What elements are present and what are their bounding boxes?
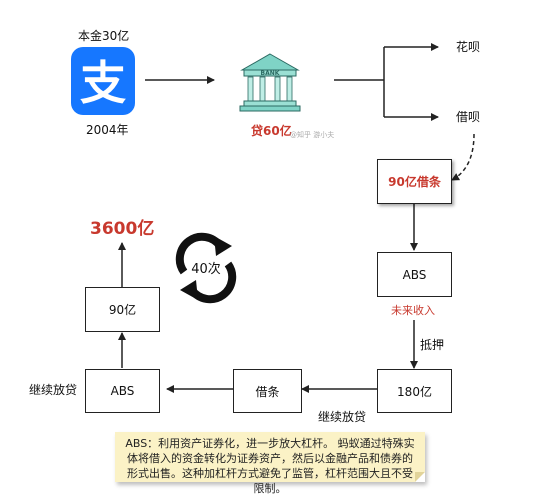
watermark: @知乎 游小夫	[290, 131, 335, 139]
principal-label: 本金30亿	[78, 29, 130, 43]
alipay-glyph-icon: 支	[80, 56, 126, 110]
cycle-count: 40次	[191, 261, 221, 277]
future-income-label: 未来收入	[391, 304, 435, 317]
result-label: 3600亿	[90, 219, 155, 239]
note-text: ABS：利用资产证券化，进一步放大杠杆。 蚂蚁通过特殊实体将借入的资金转化为证券…	[125, 437, 415, 495]
box-iou-mid: 借条	[233, 369, 302, 413]
bank-icon: BANK	[239, 53, 301, 112]
box-180: 180亿	[377, 369, 452, 413]
cycle-arrows-icon: 40次	[175, 232, 237, 304]
abs-explanation-note: ABS：利用资产证券化，进一步放大杠杆。 蚂蚁通过特殊实体将借入的资金转化为证券…	[115, 432, 425, 495]
dashed-arrow-jiebei-to-iou	[451, 133, 475, 181]
box-abs-left: ABS	[85, 369, 160, 413]
continue-lending-left-label: 继续放贷	[29, 383, 78, 397]
pledge-label: 抵押	[420, 338, 445, 352]
box-abs-right: ABS	[377, 252, 452, 297]
jiebei-label: 借呗	[456, 110, 481, 124]
alipay-logo: 支	[71, 47, 135, 115]
huabei-label: 花呗	[456, 40, 481, 54]
box-90-iou: 90亿借条	[377, 159, 452, 204]
loan-label: 贷60亿	[251, 124, 292, 138]
box-90: 90亿	[85, 287, 160, 332]
continue-lending-bottom-label: 继续放贷	[318, 410, 367, 424]
year-label: 2004年	[86, 123, 129, 137]
alipay-glyph: 支	[80, 56, 126, 110]
bank-sign: BANK	[261, 70, 280, 77]
